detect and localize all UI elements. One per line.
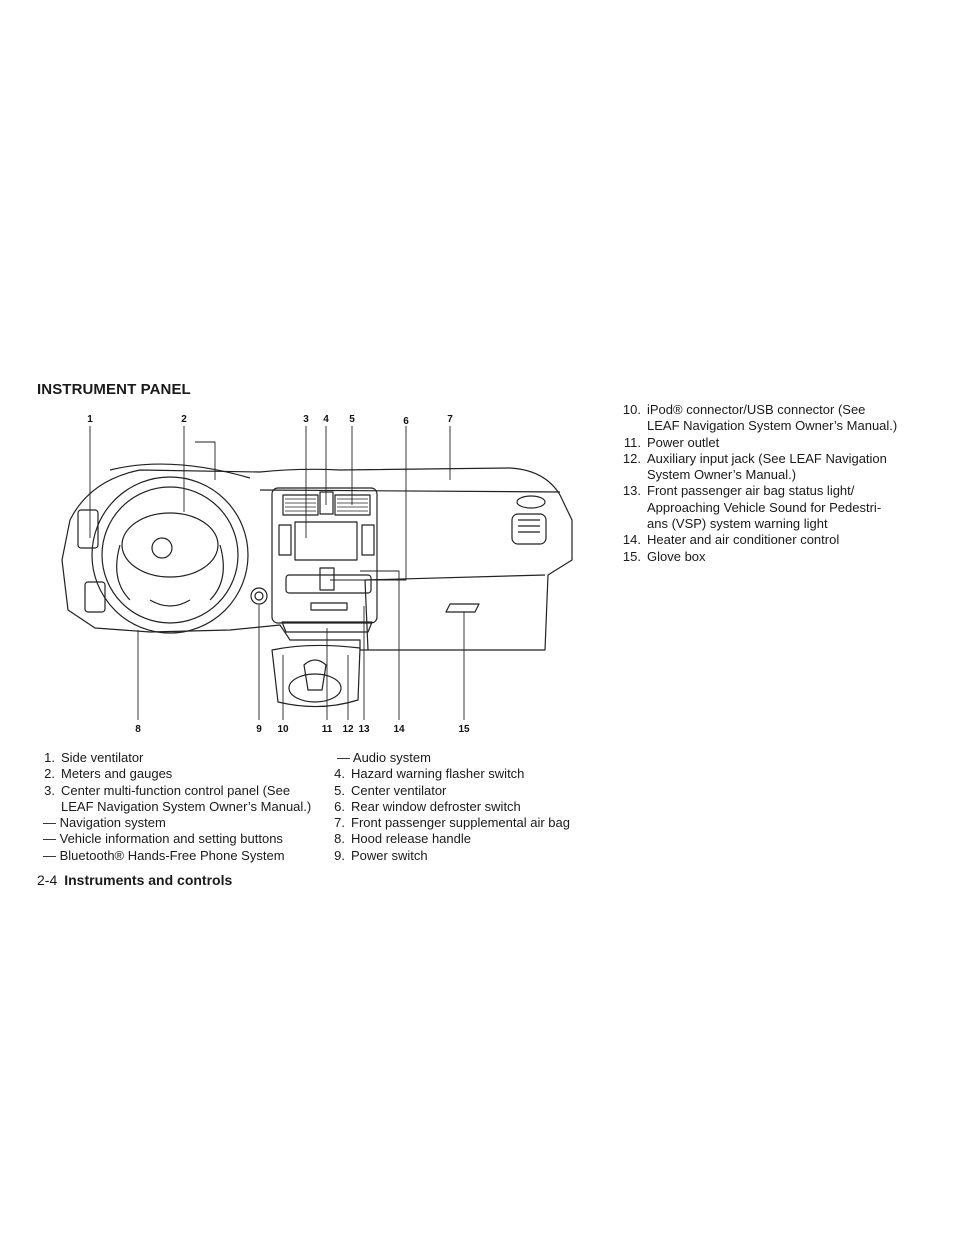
legend-subitem: — Vehicle information and setting button… — [43, 831, 283, 847]
legend-item: 15. Glove box — [614, 549, 914, 565]
legend-item: 3. Center multi-function control panel (S… — [37, 783, 307, 799]
legend-number: 2. — [44, 766, 55, 782]
legend-number: 7. — [334, 815, 345, 831]
legend-text: iPod® connector/USB connector (See — [647, 402, 866, 417]
callout-3: 3 — [303, 414, 309, 425]
legend-item: Approaching Vehicle Sound for Pedestri- — [614, 500, 914, 516]
callout-11: 11 — [322, 724, 333, 735]
legend-text: Side ventilator — [61, 750, 144, 765]
legend-text: Heater and air conditioner control — [647, 532, 840, 548]
callout-5: 5 — [349, 414, 355, 425]
legend-text: Power outlet — [647, 434, 720, 450]
display-screen — [294, 521, 358, 561]
left-legend-list: 1. Side ventilator 2. Meters and gauges 3. Ce… — [37, 750, 311, 864]
chapter-title: Instruments and controls — [64, 872, 233, 888]
callout-6: 6 — [403, 416, 409, 427]
callout-1: 1 — [87, 414, 93, 425]
legend-number: 13. — [622, 483, 641, 499]
callout-4: 4 — [323, 414, 329, 425]
legend-item: LEAF Navigation System Owner’s Manual.) — [37, 799, 311, 815]
section-title: INSTRUMENT PANEL — [37, 381, 191, 398]
legend-text: System Owner’s Manual.) — [647, 467, 797, 483]
legend-item: 11. Power outlet — [614, 435, 914, 451]
legend-text: Hazard warning flasher switch — [351, 766, 525, 782]
legend-text: Meters and gauges — [61, 766, 173, 782]
legend-item: 4. Hazard warning flasher switch — [327, 766, 587, 782]
legend-number: 4. — [334, 766, 345, 782]
center-stack — [271, 487, 378, 624]
callout-15: 15 — [458, 724, 470, 735]
legend-number: 1. — [44, 750, 55, 765]
legend-text: Center ventilator — [351, 782, 447, 798]
legend-subitem: — Audio system — [337, 750, 431, 765]
legend-item: 6. Rear window defroster switch — [327, 799, 587, 815]
page-footer: 2-4 Instruments and controls — [37, 872, 232, 888]
legend-item: 9. Power switch — [327, 848, 587, 864]
legend-item: 14. Heater and air conditioner control — [614, 532, 914, 548]
legend-number: 8. — [334, 831, 345, 847]
legend-item: 7. Front passenger supplemental air bag — [327, 815, 587, 831]
legend-number: 9. — [334, 847, 345, 863]
legend-number: 12. — [622, 450, 641, 466]
legend-item: 12. Auxiliary input jack (See LEAF Naviga… — [614, 451, 914, 467]
callout-7: 7 — [447, 414, 453, 425]
legend-item: 13. Front passenger air bag status light/ — [614, 483, 914, 499]
legend-number: 14. — [622, 532, 641, 548]
legend-number: 10. — [622, 402, 641, 417]
page-number: 2-4 — [37, 872, 58, 888]
callout-12: 12 — [342, 724, 354, 735]
callout-10: 10 — [277, 724, 289, 735]
legend-number: 11. — [623, 434, 641, 450]
legend-number: 3. — [44, 782, 55, 798]
legend-item: 2. Meters and gauges — [37, 766, 307, 782]
legend-text: Auxiliary input jack (See LEAF Navigatio… — [647, 450, 887, 466]
legend-text: Center multi-function control panel (See — [61, 782, 291, 798]
callout-2: 2 — [181, 414, 187, 425]
legend-item: 5. Center ventilator — [327, 783, 587, 799]
callout-9: 9 — [256, 724, 262, 735]
legend-text: Power switch — [351, 847, 428, 863]
legend-subitem: — Bluetooth® Hands-Free Phone System — [43, 847, 285, 863]
steering-wheel — [91, 476, 249, 634]
legend-text: LEAF Navigation System Owner’s Manual.) — [61, 798, 312, 814]
legend-item: LEAF Navigation System Owner’s Manual.) — [614, 418, 914, 434]
legend-number: 5. — [334, 782, 345, 798]
glove-box-handle — [445, 603, 480, 613]
callout-13: 13 — [358, 724, 370, 735]
callout-8: 8 — [135, 724, 141, 735]
legend-number: 6. — [334, 798, 345, 814]
legend-text: Glove box — [647, 548, 706, 564]
power-switch — [250, 587, 268, 605]
legend-item: 8. Hood release handle — [327, 831, 587, 847]
legend-text: Front passenger supplemental air bag — [351, 815, 570, 831]
legend-text: Front passenger air bag status light/ — [647, 483, 855, 499]
legend-text: Hood release handle — [351, 831, 471, 847]
legend-text: Rear window defroster switch — [351, 798, 521, 814]
legend-number: 15. — [622, 548, 641, 564]
legend-item: 10. iPod® connector/USB connector (See — [614, 402, 914, 418]
legend-text: LEAF Navigation System Owner’s Manual.) — [647, 418, 898, 434]
dashboard-outline — [61, 467, 573, 651]
callout-14: 14 — [393, 724, 405, 735]
legend-subitem: — Navigation system — [43, 815, 166, 831]
legend-text: Approaching Vehicle Sound for Pedestri- — [647, 499, 882, 515]
legend-item: ans (VSP) system warning light — [614, 516, 914, 532]
legend-item: 1. Side ventilator — [37, 750, 307, 766]
legend-text: ans (VSP) system warning light — [647, 516, 828, 532]
legend-item: System Owner’s Manual.) — [614, 467, 914, 483]
